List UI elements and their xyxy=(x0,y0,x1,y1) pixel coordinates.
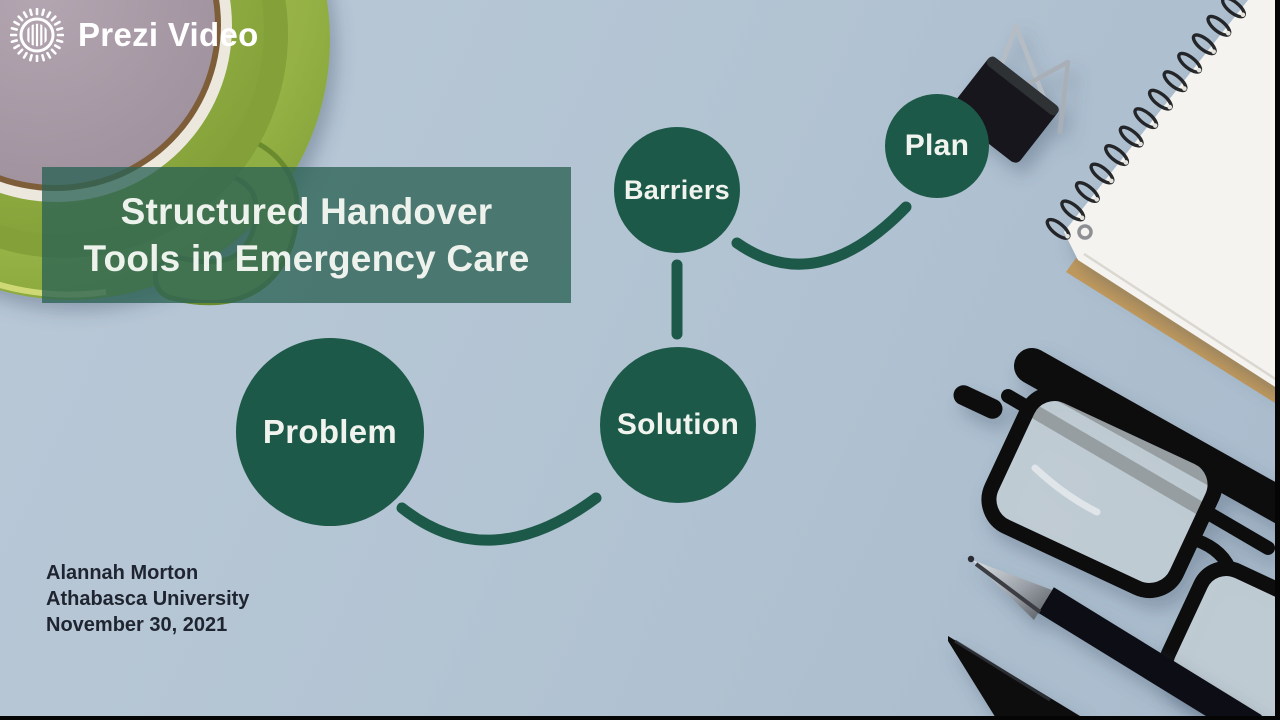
presentation-title-box: Structured Handover Tools in Emergency C… xyxy=(42,167,571,303)
prezi-video-logo-text: Prezi Video xyxy=(78,16,259,53)
binder-clip-photo xyxy=(949,23,1071,163)
presentation-title-line-1: Structured Handover xyxy=(120,191,493,232)
connector-barriers-plan xyxy=(731,201,912,270)
byline-affiliation: Athabasca University xyxy=(46,588,250,610)
topic-circle-problem[interactable]: Problem xyxy=(236,338,424,526)
spiral-notebook-photo xyxy=(1045,0,1280,406)
video-letterbox-bottom xyxy=(0,716,1280,720)
byline-date: November 30, 2021 xyxy=(46,614,228,636)
pencil-photo xyxy=(948,636,1080,720)
topic-circle-barriers[interactable]: Barriers xyxy=(614,127,740,253)
topic-circle-plan[interactable]: Plan xyxy=(885,94,989,198)
topic-label-plan: Plan xyxy=(904,129,970,162)
pen-photo xyxy=(967,555,1262,720)
topic-label-barriers: Barriers xyxy=(624,174,730,205)
video-letterbox-right xyxy=(1275,0,1280,720)
topic-circle-solution[interactable]: Solution xyxy=(600,347,756,503)
byline-author: Alannah Morton xyxy=(46,562,199,584)
presentation-title-line-2: Tools in Emergency Care xyxy=(83,238,530,279)
topic-label-solution: Solution xyxy=(616,408,740,441)
prezi-video-logo: Prezi Video xyxy=(10,8,259,62)
prezi-sunburst-icon xyxy=(10,8,64,62)
topic-label-problem: Problem xyxy=(262,413,398,450)
byline-block: Alannah Morton Athabasca University Nove… xyxy=(46,560,249,638)
connector-problem-solution xyxy=(396,492,602,546)
